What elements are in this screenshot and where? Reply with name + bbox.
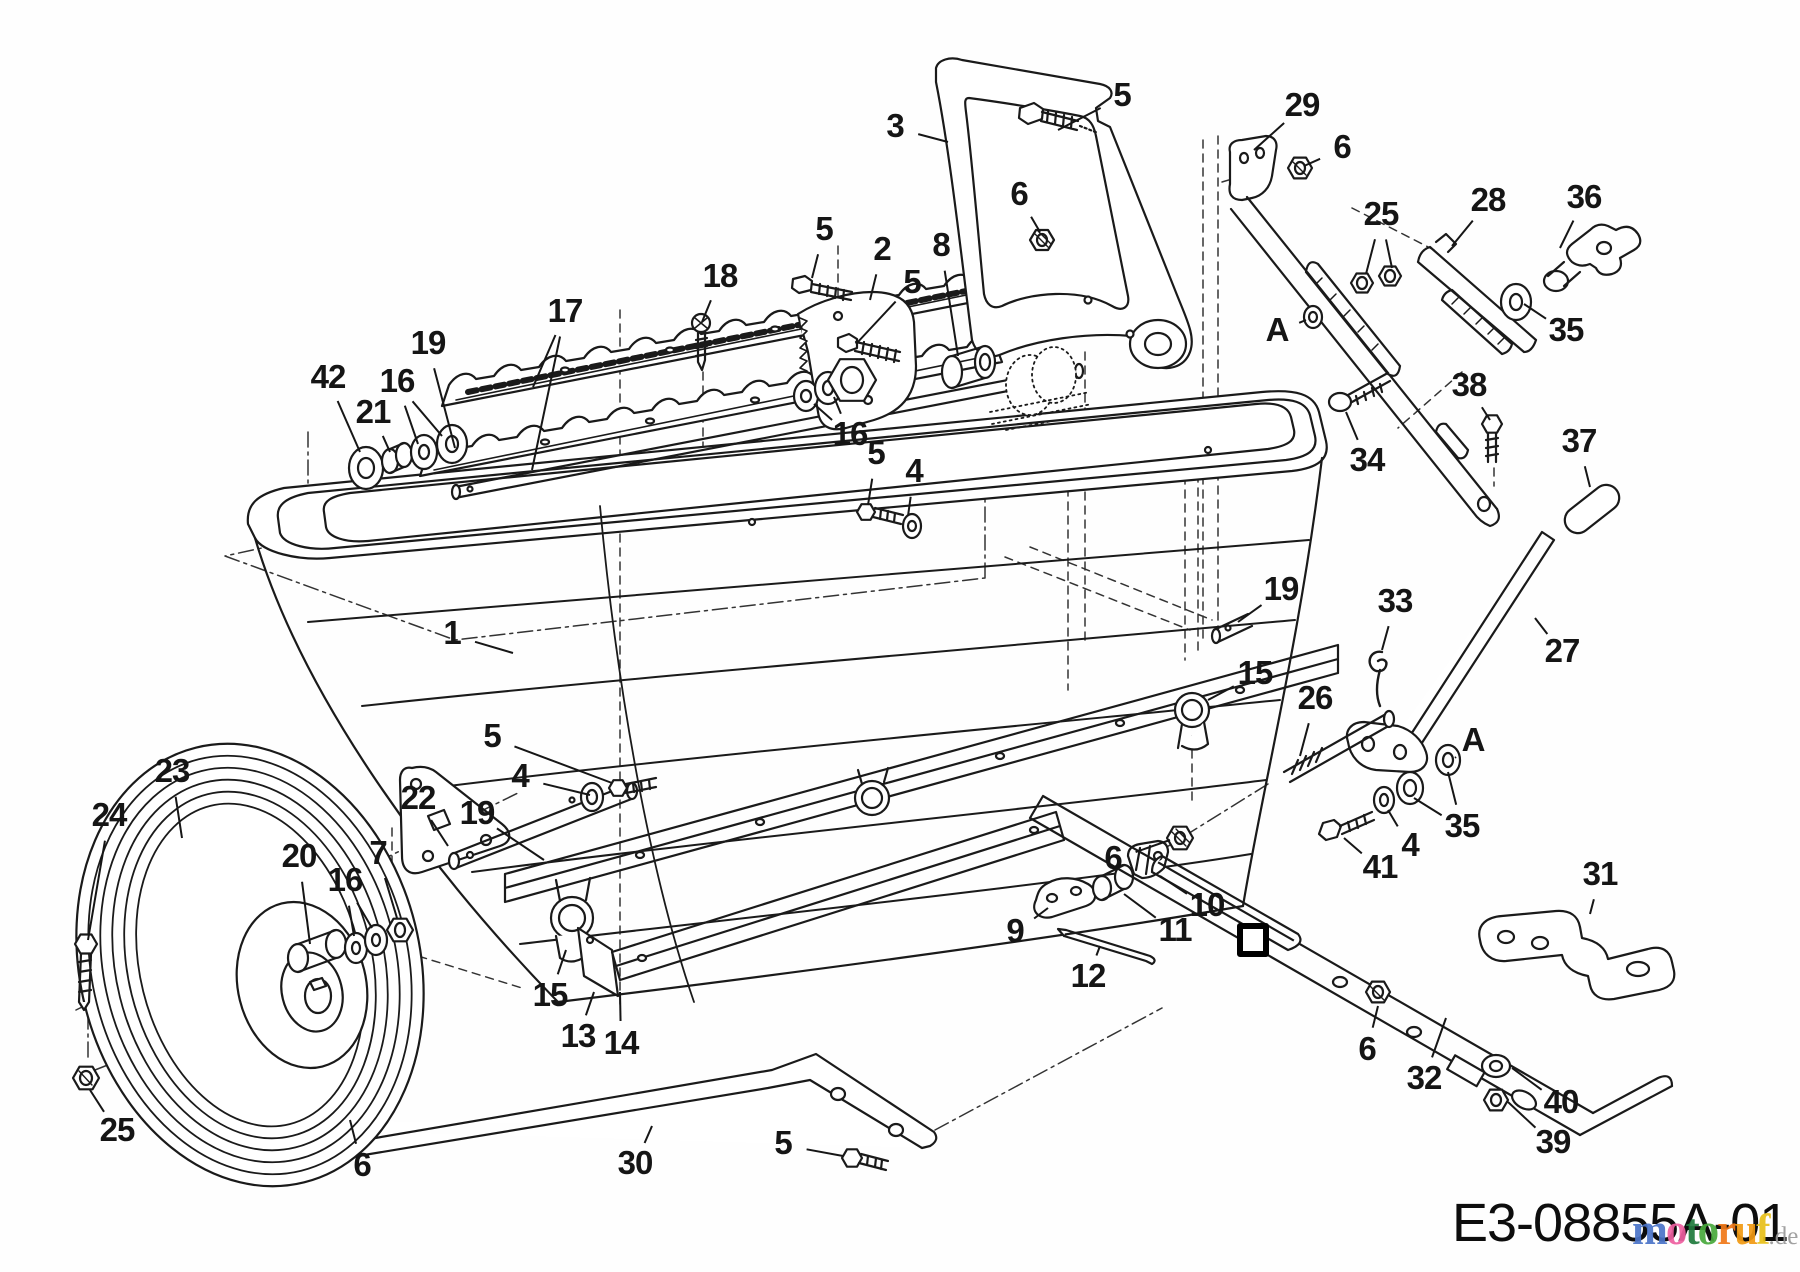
bracket-28-knob-36 <box>1416 223 1642 356</box>
barrel-11 <box>1091 863 1135 902</box>
nut-6-linkage <box>1165 825 1195 851</box>
screw-18 <box>690 312 712 372</box>
bar-32 <box>1028 794 1674 1137</box>
bolt-34 <box>1327 372 1392 413</box>
rails <box>503 643 1340 998</box>
frame-3 <box>934 57 1193 370</box>
bracket-22 <box>398 765 511 875</box>
spring-ghost <box>989 346 1093 431</box>
wing-knob-36 <box>1542 223 1642 293</box>
handle-assembly <box>1282 483 1621 784</box>
nuts-25 <box>1349 265 1403 294</box>
nut-25-axle <box>71 1065 101 1091</box>
linkage-cluster <box>1033 825 1195 966</box>
bracket-2-cluster <box>790 274 1093 431</box>
bracket-arm-lower <box>1345 720 1429 774</box>
bracket-22-shaft <box>398 765 639 875</box>
fastener-sets <box>568 503 1462 842</box>
cotter-pin-33 <box>1368 650 1388 708</box>
bolt-41-washers <box>1317 743 1462 842</box>
square-marker <box>1237 923 1269 957</box>
bolt-5-left <box>790 274 854 302</box>
pin-12 <box>1056 927 1156 966</box>
rail-14 <box>610 810 1066 982</box>
wheel-assembly <box>71 742 425 1188</box>
washer-40 <box>1480 1053 1512 1079</box>
rod-26 <box>1282 712 1394 784</box>
diagram-code: E3-08855A-01 <box>1452 1193 1789 1253</box>
bolt-5-washer-4-hopper <box>855 503 923 540</box>
bolt-38 <box>1480 414 1504 464</box>
spacer-20 <box>286 928 348 974</box>
hex-nut-large <box>826 358 878 402</box>
hopper <box>246 390 1328 1004</box>
nut-6-frame <box>1028 228 1056 252</box>
nut-7 <box>385 917 415 943</box>
nut-39 <box>1482 1088 1510 1112</box>
z-bracket-31 <box>1478 909 1676 1001</box>
ring-clamp-15-mid <box>853 766 891 817</box>
agitator-shaft <box>453 364 1082 500</box>
washer-4-bolt-5-left <box>568 776 658 813</box>
grip-37 <box>1563 483 1621 535</box>
bushing-8 <box>940 344 997 390</box>
nut-6-bar32 <box>1364 980 1392 1004</box>
ring-clamp-15-right <box>1173 691 1211 751</box>
arm-29 <box>1228 134 1504 528</box>
plate-13 <box>576 926 620 998</box>
bushing-21 <box>380 441 414 475</box>
bolt-5-rod30 <box>840 1148 890 1172</box>
watermark-motoruf: motoruf.de <box>1632 1207 1799 1254</box>
construction-lines <box>75 135 1495 1131</box>
bolt-24 <box>73 933 99 1012</box>
bolt-5-spring <box>836 332 902 364</box>
nut-6-arm <box>1286 156 1314 180</box>
bolt-5-top <box>1017 101 1100 135</box>
